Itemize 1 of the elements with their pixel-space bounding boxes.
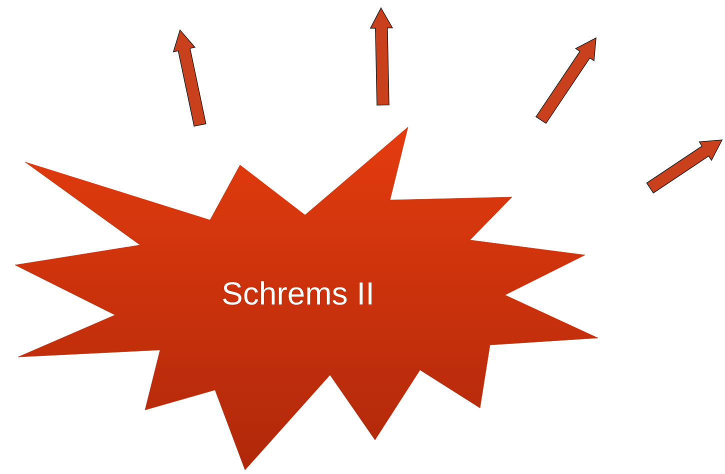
starburst: Schrems II (14, 126, 598, 470)
